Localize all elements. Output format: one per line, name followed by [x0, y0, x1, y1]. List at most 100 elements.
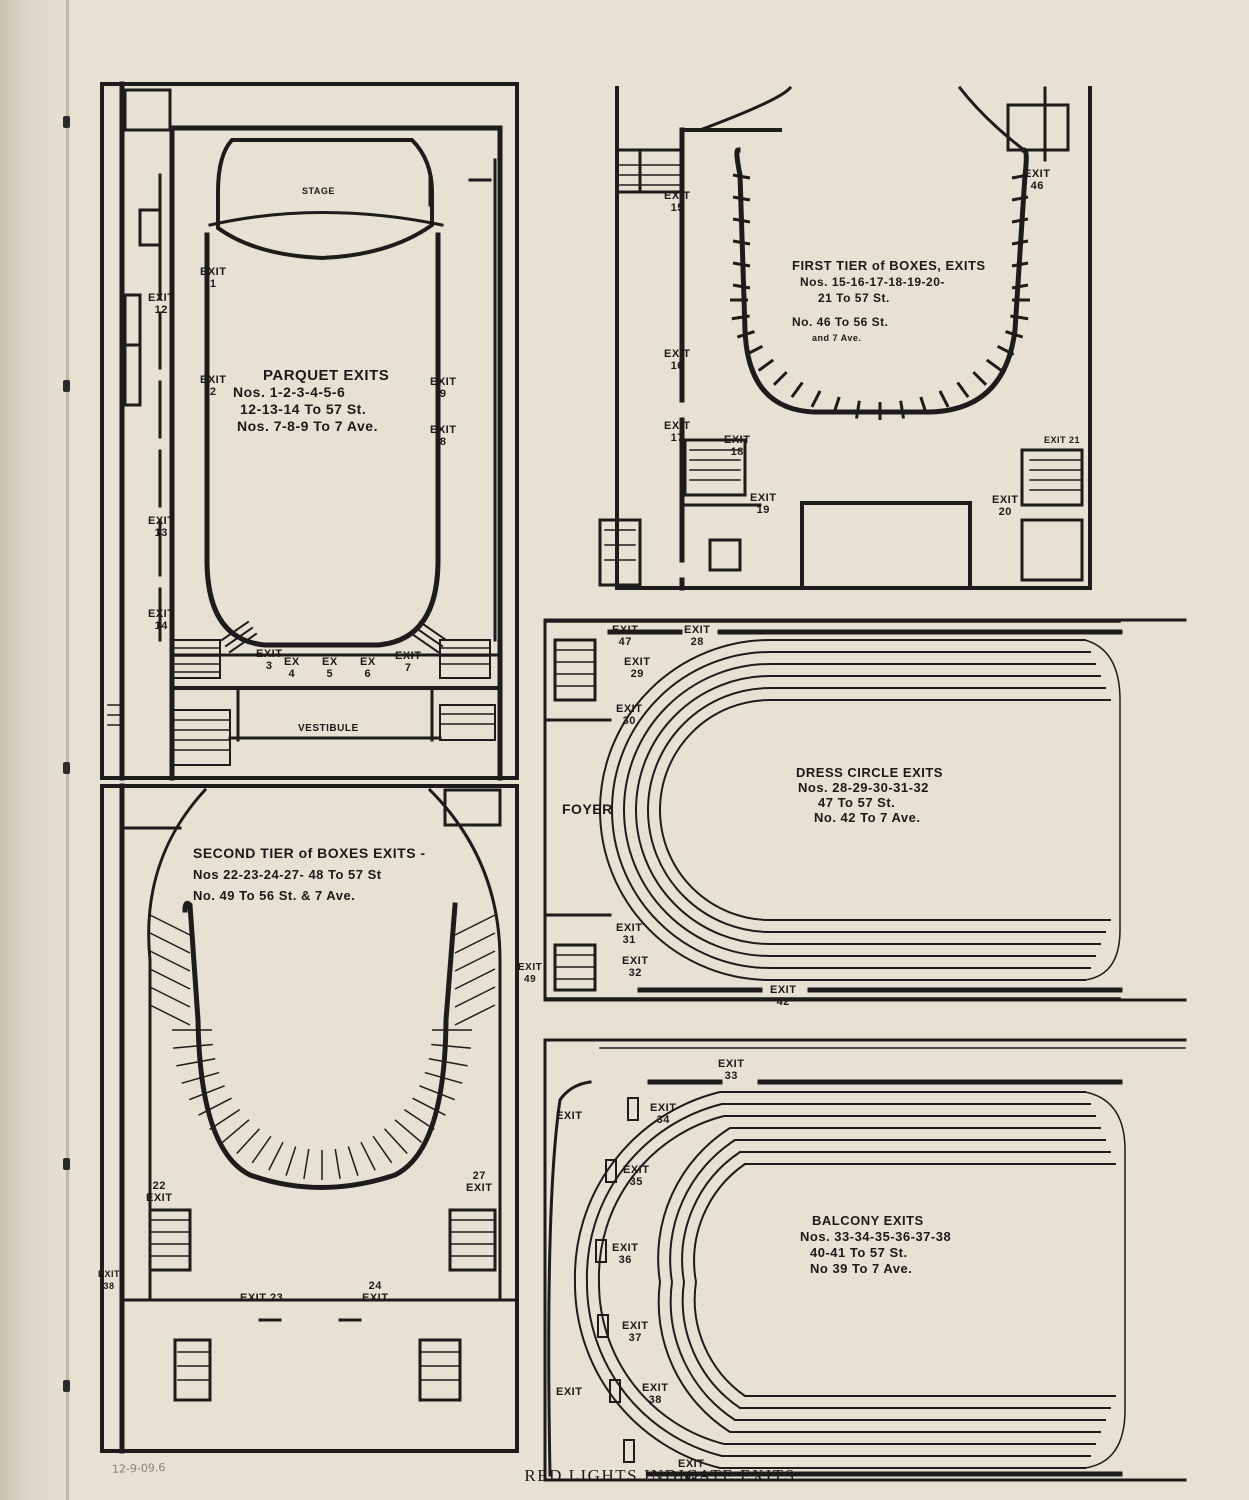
- first-tier-line-4: and 7 Ave.: [812, 333, 862, 343]
- second-tier-plan: [100, 783, 519, 1454]
- first-tier-line-2: 21 To 57 St.: [818, 291, 890, 305]
- first-tier-title: FIRST TIER of BOXES, EXITS: [792, 258, 986, 273]
- balcony-line-2: 40-41 To 57 St.: [810, 1245, 908, 1260]
- vestibule-label: VESTIBULE: [298, 723, 359, 734]
- second-tier-box-right-4: [454, 986, 496, 1008]
- first-tier-box-13: [938, 390, 950, 408]
- second-tier-box-right-1: [454, 932, 496, 954]
- first-tier-box-12: [919, 396, 928, 415]
- second-tier-box-15: [347, 1146, 359, 1176]
- second-tier-box-left-0: [149, 914, 191, 936]
- second-tier-box-6: [209, 1108, 241, 1131]
- second-tier-box-14: [334, 1149, 341, 1180]
- second-tier-box-19: [394, 1119, 422, 1143]
- dress-circle-text: DRESS CIRCLE EXITS Nos. 28-29-30-31-32 4…: [796, 765, 943, 825]
- first-tier-box-right-4: [1011, 261, 1029, 268]
- binding-gutter: [0, 0, 78, 1500]
- first-tier-plan: [598, 85, 1092, 591]
- staple-5: [63, 1380, 70, 1392]
- first-tier-box-18: [1005, 330, 1024, 339]
- first-tier-box-16: [985, 358, 1003, 372]
- second-tier-box-10: [268, 1141, 284, 1171]
- first-tier-box-6: [790, 381, 804, 398]
- handwritten-date-note: 12-9-09.6: [111, 1461, 166, 1476]
- page-fold: [66, 0, 69, 1500]
- dress-circle-line-1: Nos. 28-29-30-31-32: [798, 780, 929, 795]
- parquet-exits-text: PARQUET EXITS Nos. 1-2-3-4-5-6 12-13-14 …: [205, 367, 389, 435]
- first-tier-box-7: [810, 390, 822, 408]
- first-tier-box-left-2: [732, 217, 751, 224]
- second-tier-box-5: [198, 1097, 232, 1116]
- parquet-line-1: Nos. 1-2-3-4-5-6: [233, 384, 346, 400]
- second-tier-box-12: [303, 1149, 310, 1180]
- second-tier-box-11: [285, 1146, 297, 1176]
- second-tier-box-left-2: [149, 950, 191, 972]
- parquet-title: PARQUET EXITS: [263, 367, 390, 384]
- second-tier-box-24: [428, 1057, 468, 1067]
- first-tier-line-1: Nos. 15-16-17-18-19-20-: [800, 275, 945, 289]
- first-tier-box-1: [731, 314, 750, 321]
- parquet-line-2: 12-13-14 To 57 St.: [240, 401, 367, 417]
- first-tier-box-8: [832, 396, 841, 415]
- second-tier-box-left-5: [149, 1004, 191, 1026]
- foyer-label: FOYER: [562, 801, 613, 817]
- staple-2: [63, 380, 70, 392]
- dress-circle-line-2: 47 To 57 St.: [818, 795, 896, 810]
- first-tier-box-15: [972, 371, 988, 386]
- first-tier-box-right-5: [1011, 283, 1029, 290]
- first-tier-box-9: [855, 400, 861, 419]
- first-tier-line-3: No. 46 To 56 St.: [792, 315, 889, 329]
- second-tier-line-1: Nos 22-23-24-27- 48 To 57 St: [193, 867, 382, 882]
- first-tier-box-19: [1010, 314, 1029, 321]
- second-tier-box-right-3: [454, 968, 496, 990]
- balcony-text: BALCONY EXITS Nos. 33-34-35-36-37-38 40-…: [800, 1213, 951, 1277]
- balcony-title: BALCONY EXITS: [812, 1213, 924, 1228]
- second-tier-box-2: [176, 1057, 216, 1067]
- second-tier-box-17: [372, 1135, 393, 1164]
- second-tier-box-18: [383, 1128, 408, 1154]
- second-tier-text: SECOND TIER of BOXES EXITS - Nos 22-23-2…: [193, 843, 426, 906]
- dress-circle-line-3: No. 42 To 7 Ave.: [814, 810, 921, 825]
- staple-1: [63, 116, 70, 128]
- dress-circle-title: DRESS CIRCLE EXITS: [796, 765, 943, 780]
- dress-circle-plan: [543, 618, 1187, 1002]
- first-tier-box-left-3: [732, 239, 751, 246]
- second-tier-box-23: [424, 1071, 463, 1084]
- balcony-line-1: Nos. 33-34-35-36-37-38: [800, 1229, 952, 1244]
- first-tier-box-right-0: [1011, 173, 1029, 180]
- second-tier-box-22: [419, 1085, 456, 1101]
- first-tier-box-3: [745, 344, 764, 356]
- second-tier-box-right-2: [454, 950, 496, 972]
- exit-21: EXIT 21: [1044, 435, 1081, 445]
- second-tier-box-7: [222, 1119, 250, 1143]
- stage-label: STAGE: [302, 186, 335, 196]
- second-tier-box-left-4: [149, 986, 191, 1008]
- first-tier-box-right-3: [1011, 239, 1029, 246]
- second-tier-box-4: [188, 1085, 225, 1101]
- first-tier-box-left-1: [732, 195, 751, 202]
- first-tier-box-left-4: [732, 261, 751, 268]
- first-tier-box-2: [736, 330, 755, 339]
